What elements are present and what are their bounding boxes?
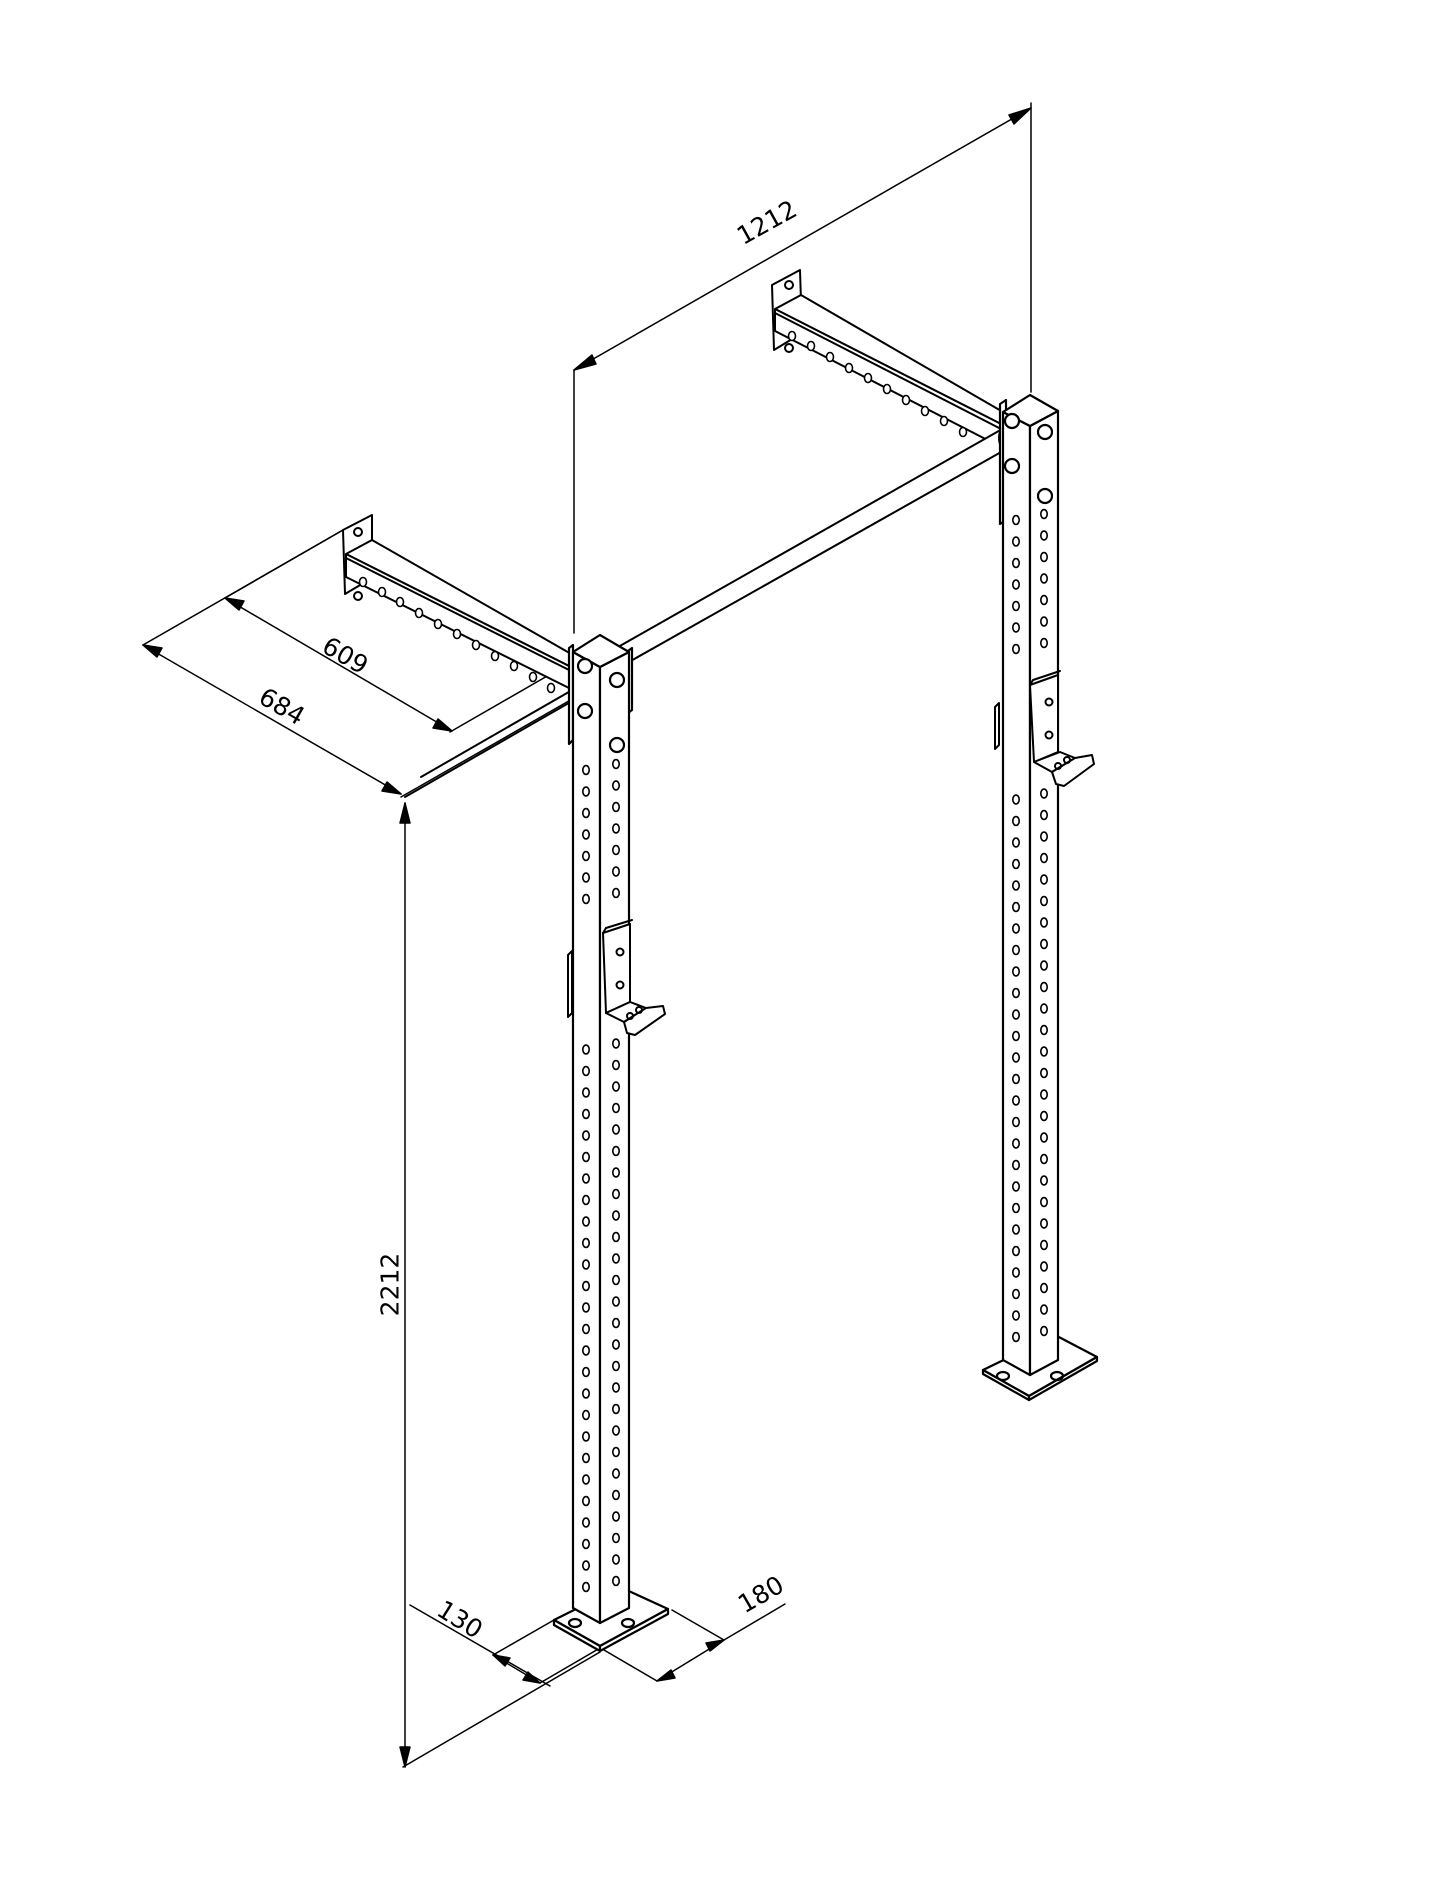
left-upright-holes <box>581 758 620 1593</box>
dimension-2212-label: 2212 <box>375 1252 405 1317</box>
right-upright-holes <box>1011 508 1049 1343</box>
left-bracket-holes <box>358 576 556 694</box>
rear-wall-bracket <box>771 269 1004 449</box>
rear-bracket-holes <box>787 330 968 438</box>
left-j-hook <box>567 919 666 1036</box>
right-j-hook <box>994 670 1095 787</box>
left-upright <box>552 633 670 1653</box>
left-wall-bracket <box>342 514 574 691</box>
dimension-lines <box>142 102 1032 1768</box>
right-upright <box>981 393 1099 1402</box>
